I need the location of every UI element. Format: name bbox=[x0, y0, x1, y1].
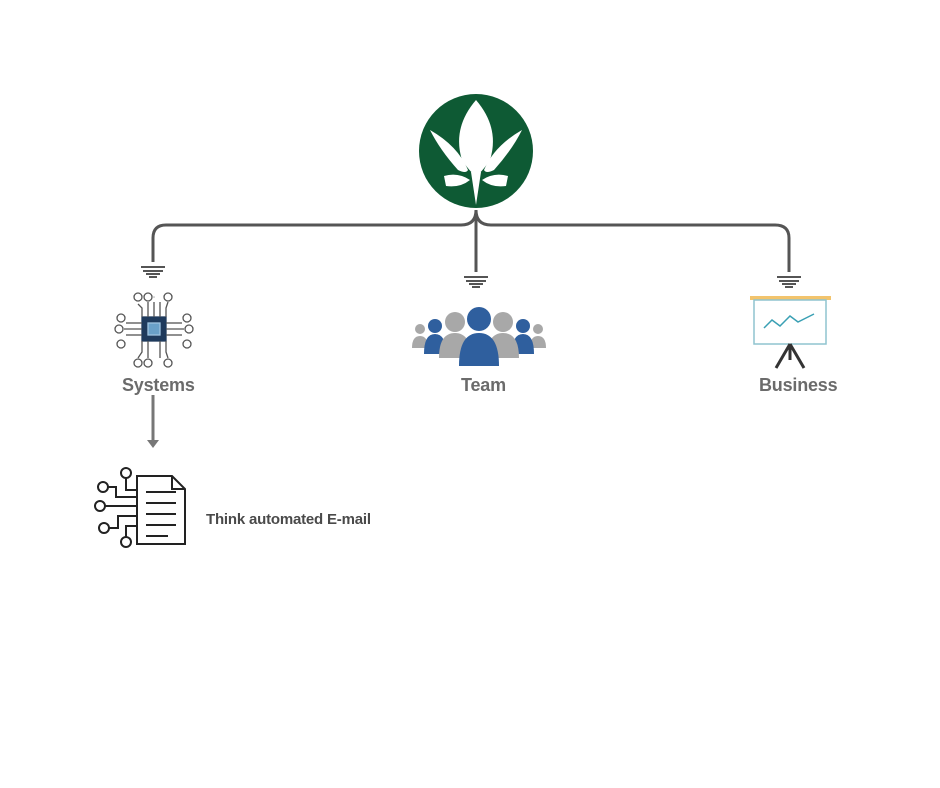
node-label-systems: Systems bbox=[122, 375, 195, 395]
node-label-team: Team bbox=[461, 375, 506, 395]
presentation-board-icon bbox=[750, 296, 831, 369]
people-group-icon bbox=[412, 307, 546, 366]
child-label-automated-email: Think automated E-mail bbox=[206, 511, 371, 528]
microchip-icon bbox=[114, 292, 194, 368]
connector-systems-to-child bbox=[147, 395, 159, 448]
automated-document-icon bbox=[94, 467, 186, 548]
connector-root-to-systems bbox=[151, 209, 478, 262]
connector-root-to-business bbox=[474, 209, 791, 272]
lotus-logo-icon bbox=[419, 94, 533, 208]
arrowhead-business bbox=[777, 276, 801, 288]
arrowhead-team bbox=[464, 276, 488, 288]
node-label-business: Business bbox=[759, 375, 838, 395]
arrowhead-systems bbox=[141, 266, 165, 278]
connector-lines bbox=[151, 209, 791, 272]
